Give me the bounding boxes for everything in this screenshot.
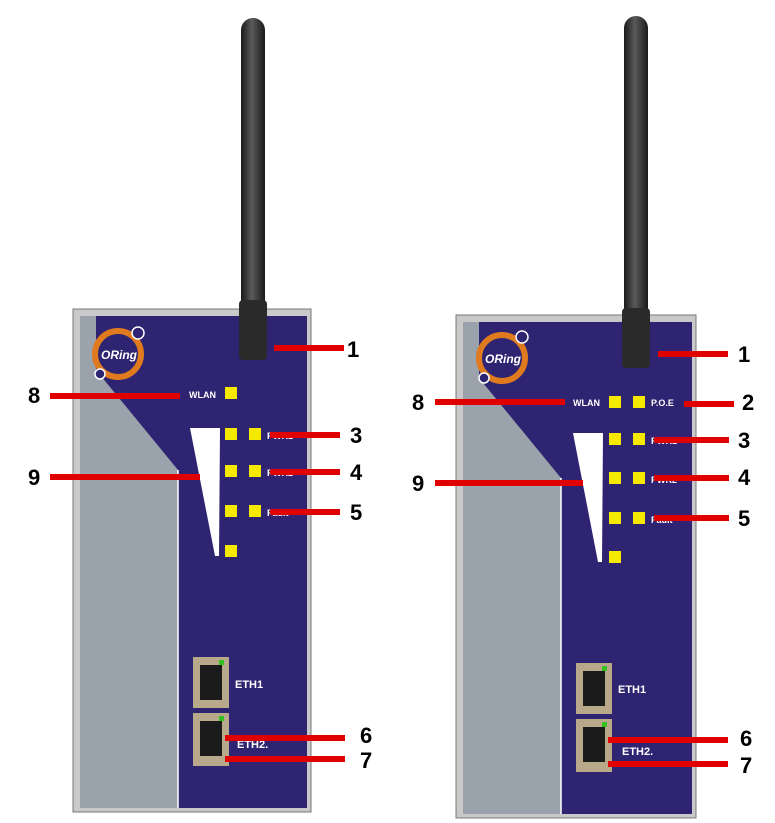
right-callout-fault: 5	[738, 506, 750, 531]
left-callout-pwr2: 4	[350, 460, 363, 485]
left-led-2a	[225, 465, 237, 477]
logo-text: ORing	[101, 348, 138, 362]
left-callout-eth-led-1: 6	[360, 723, 372, 748]
left-led-3b	[249, 505, 261, 517]
right-callout-antenna: 1	[738, 342, 750, 367]
left-wlan-led	[225, 387, 237, 399]
left-oring-logo: ORing	[92, 326, 145, 380]
right-side-panel	[463, 322, 561, 814]
left-led-3a	[225, 505, 237, 517]
right-led-3a	[609, 512, 621, 524]
right-callout-pwr2: 4	[738, 465, 751, 490]
left-side-panel	[80, 316, 178, 808]
left-led-2b	[249, 465, 261, 477]
right-device: ORing WLAN P.O.E PWR1 PWR2 Fault ETH1 ET…	[412, 16, 754, 819]
left-led-4	[225, 545, 237, 557]
left-device: ORing WLAN PWR1 PWR2 Fault ETH1 ETH2.	[28, 18, 372, 813]
right-led-4	[609, 551, 621, 563]
left-light-pipe	[190, 428, 220, 556]
right-poe-label: P.O.E	[651, 398, 674, 408]
left-callout-lines	[50, 345, 345, 762]
right-callout-light-pipe: 9	[412, 471, 424, 496]
right-led-2a	[609, 472, 621, 484]
left-callout-fault: 5	[350, 500, 362, 525]
left-callout-antenna: 1	[347, 337, 359, 362]
right-callout-lines	[435, 351, 734, 767]
right-wlan-led	[609, 396, 621, 408]
right-oring-logo: ORing	[476, 330, 529, 384]
right-led-2b	[633, 472, 645, 484]
right-eth2-port: ETH2.	[576, 719, 653, 772]
right-callout-eth-led-1: 6	[740, 726, 752, 751]
left-eth2-port: ETH2.	[193, 713, 268, 766]
left-eth1-port: ETH1	[193, 657, 263, 708]
right-eth1-port: ETH1	[576, 663, 646, 714]
right-antenna	[622, 16, 650, 368]
right-led-1b	[633, 433, 645, 445]
left-eth2-label: ETH2.	[237, 739, 268, 751]
left-callout-wlan: 8	[28, 383, 40, 408]
right-callout-pwr1: 3	[738, 428, 750, 453]
left-callout-pwr1: 3	[350, 423, 362, 448]
left-antenna	[239, 18, 267, 360]
right-light-pipe	[573, 433, 603, 562]
right-poe-led	[633, 396, 645, 408]
right-eth1-label: ETH1	[618, 684, 646, 696]
right-callout-wlan: 8	[412, 390, 424, 415]
right-callout-poe: 2	[742, 390, 754, 415]
right-eth2-label: ETH2.	[622, 746, 653, 758]
left-wlan-label: WLAN	[189, 390, 216, 400]
right-callout-eth-led-2: 7	[740, 753, 752, 778]
left-led-1b	[249, 428, 261, 440]
logo-text: ORing	[485, 352, 522, 366]
right-led-1a	[609, 433, 621, 445]
left-led-1a	[225, 428, 237, 440]
right-led-3b	[633, 512, 645, 524]
left-eth1-label: ETH1	[235, 679, 263, 691]
right-wlan-label: WLAN	[573, 398, 600, 408]
left-callout-eth-led-2: 7	[360, 748, 372, 773]
left-callout-light-pipe: 9	[28, 465, 40, 490]
